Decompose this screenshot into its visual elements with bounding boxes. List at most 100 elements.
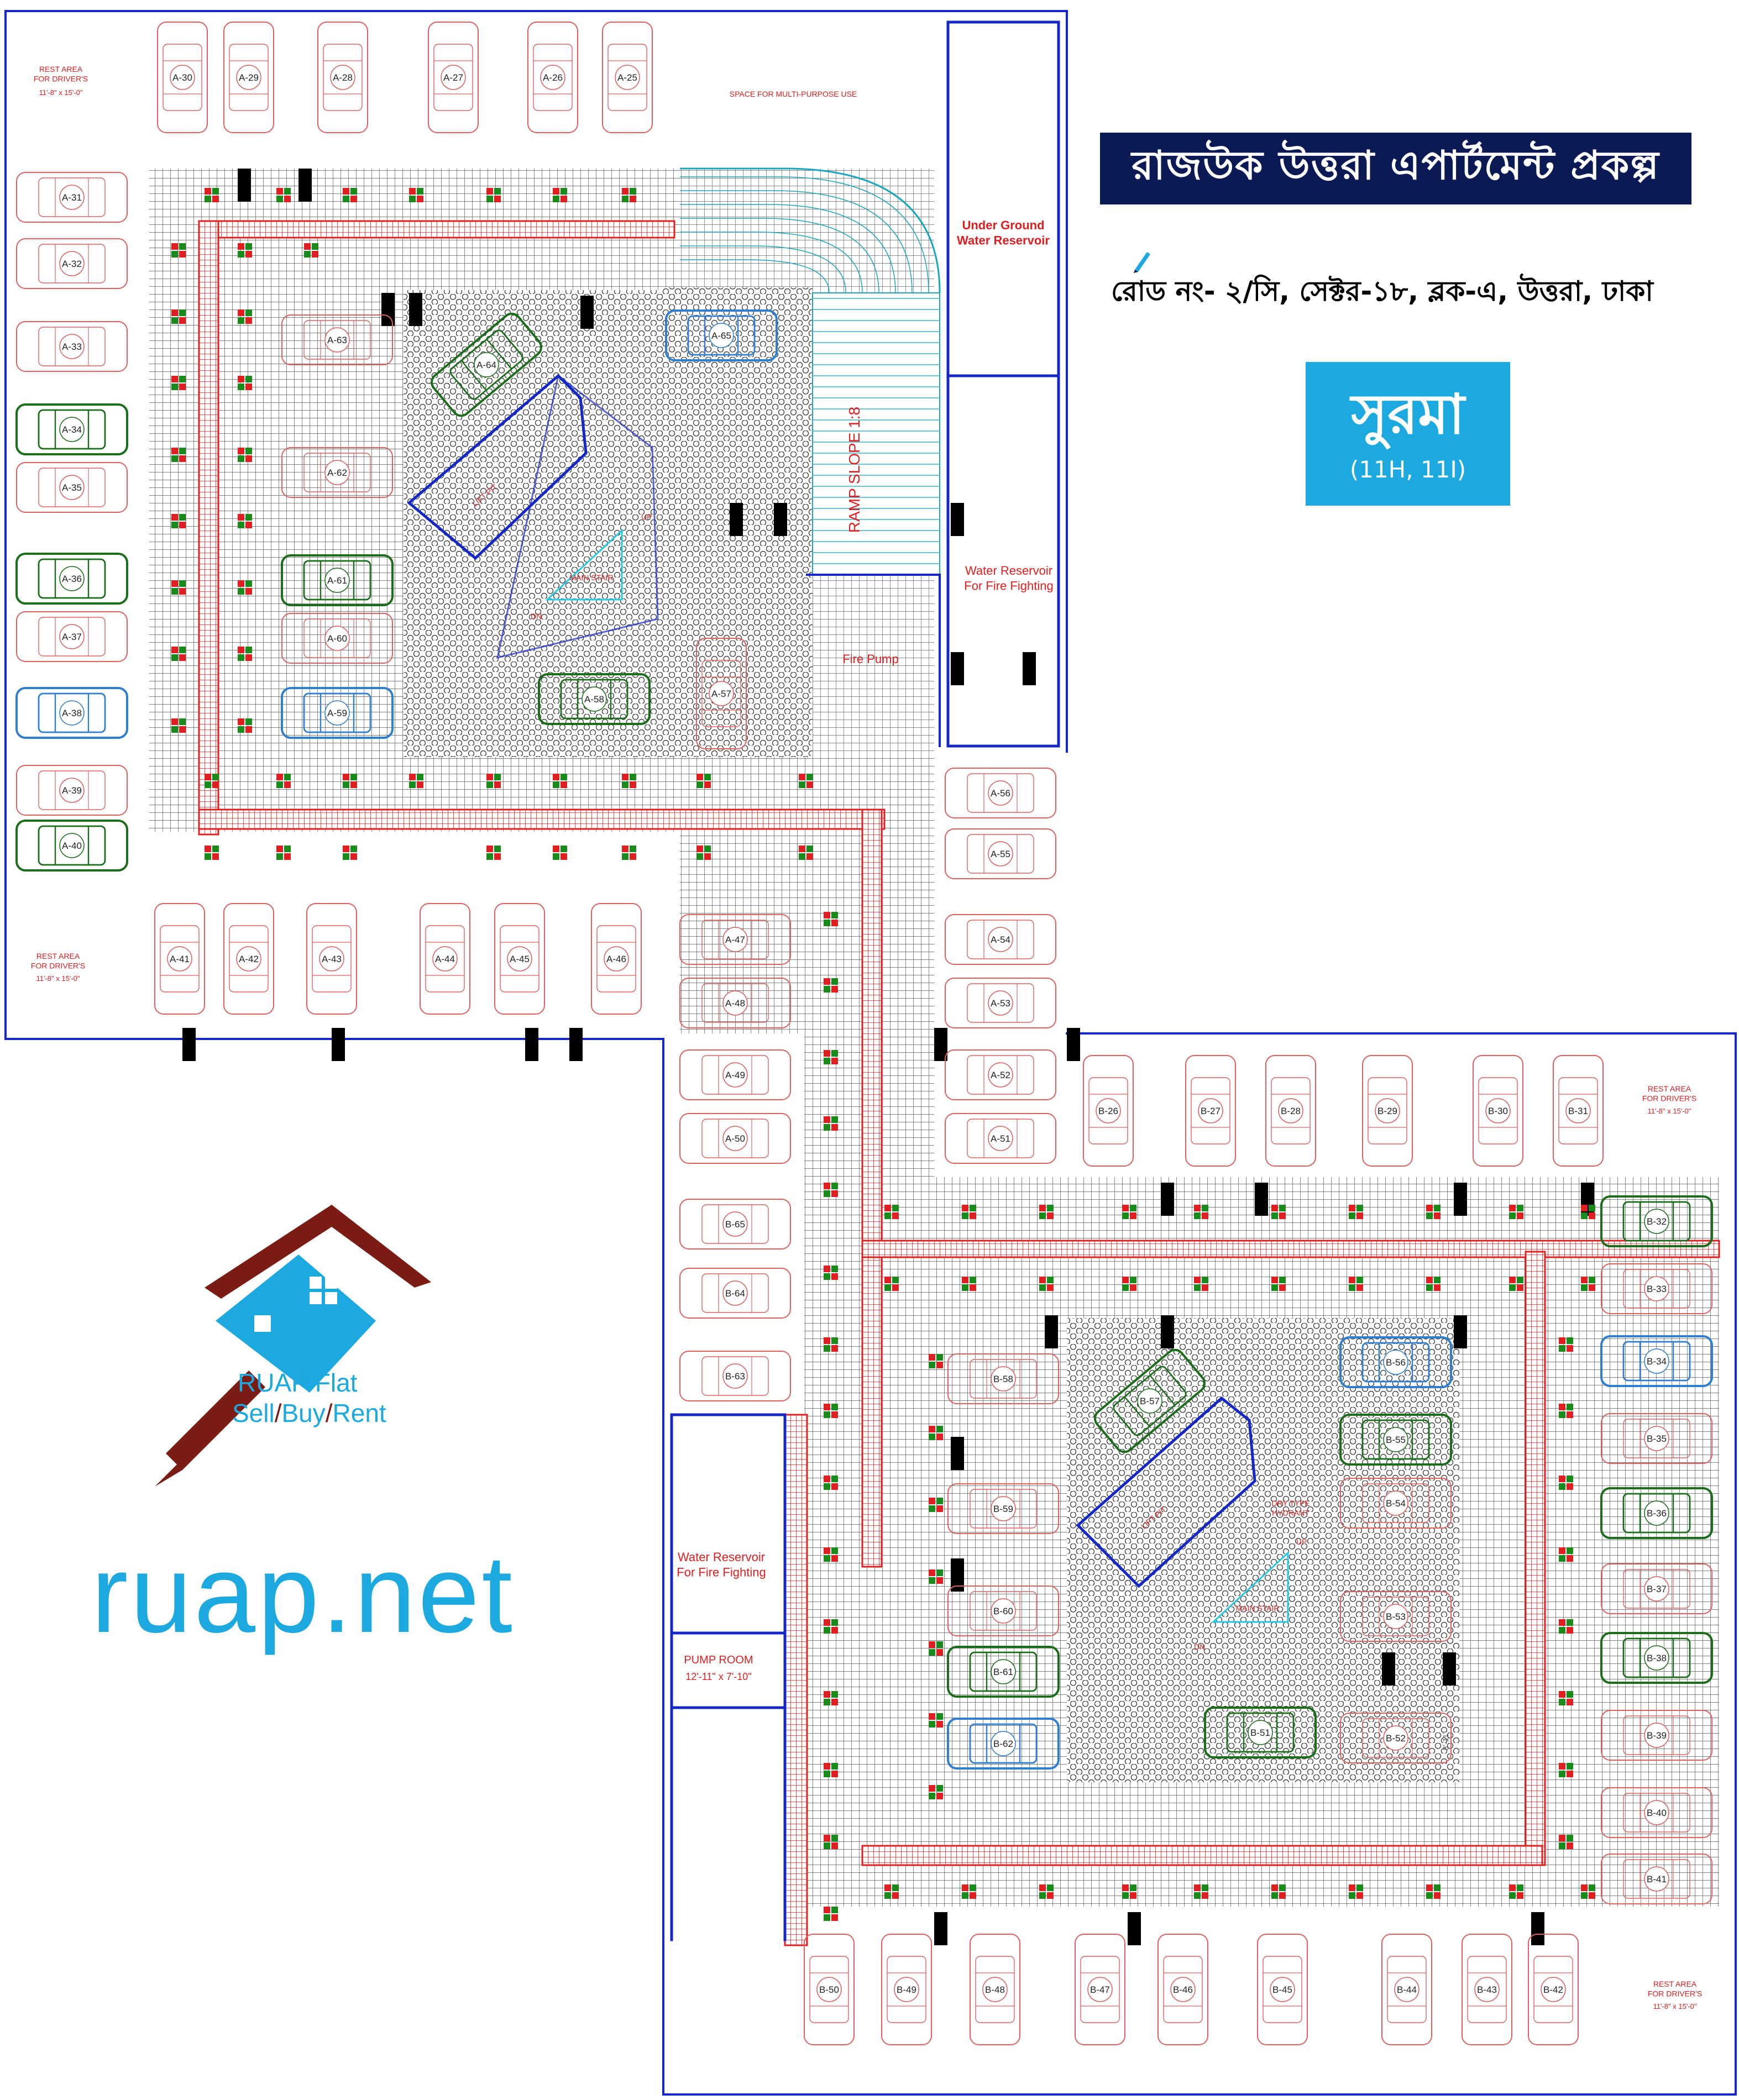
spot-label: A-37 bbox=[62, 632, 82, 642]
floor-tile bbox=[1039, 1205, 1054, 1219]
parking-spot-b-55: B-55 bbox=[1339, 1414, 1452, 1466]
floor-tile bbox=[486, 774, 501, 788]
spot-label: B-51 bbox=[1250, 1728, 1270, 1738]
brand-name: RUAP Flat bbox=[238, 1368, 358, 1397]
fire-pump-label: Fire Pump bbox=[842, 652, 898, 666]
floor-tile bbox=[1559, 1547, 1573, 1562]
spot-label: B-46 bbox=[1173, 1985, 1193, 1995]
parking-spot-b-39: B-39 bbox=[1601, 1710, 1712, 1761]
parking-spot-a-65: A-65 bbox=[665, 309, 778, 361]
project-title: রাজউক উত্তরা এপার্টমেন্ট প্রকল্প bbox=[1100, 133, 1691, 204]
parking-spot-b-28: B-28 bbox=[1265, 1055, 1316, 1167]
parking-spot-b-26: B-26 bbox=[1083, 1055, 1134, 1167]
spot-label: B-36 bbox=[1647, 1508, 1667, 1519]
spot-label: B-26 bbox=[1098, 1106, 1118, 1116]
parking-spot-a-63: A-63 bbox=[281, 314, 393, 365]
floor-tile bbox=[238, 243, 252, 258]
spot-label: A-51 bbox=[991, 1133, 1010, 1144]
spot-label: A-54 bbox=[991, 935, 1010, 945]
main-stair-a: MAIN STAIR bbox=[569, 573, 613, 582]
floor-tile bbox=[343, 774, 357, 788]
floor-tile bbox=[238, 376, 252, 390]
floor-tile bbox=[171, 718, 186, 733]
spot-label: A-58 bbox=[584, 694, 604, 705]
spot-label: A-29 bbox=[239, 72, 259, 83]
spot-label: B-38 bbox=[1647, 1653, 1667, 1663]
parking-spot-a-55: A-55 bbox=[945, 828, 1056, 879]
spot-label: A-62 bbox=[327, 468, 347, 478]
floor-tile bbox=[1349, 1884, 1363, 1899]
spot-label: B-31 bbox=[1568, 1106, 1588, 1116]
spot-label: A-25 bbox=[617, 72, 637, 83]
floor-tile bbox=[799, 846, 813, 860]
spot-label: B-27 bbox=[1201, 1106, 1221, 1116]
parking-spot-b-41: B-41 bbox=[1601, 1854, 1712, 1904]
floor-tile bbox=[1559, 1763, 1573, 1777]
floor-tile bbox=[238, 718, 252, 733]
spot-label: A-31 bbox=[62, 192, 82, 203]
structural-column bbox=[1454, 1315, 1467, 1348]
parking-spot-b-32: B-32 bbox=[1600, 1195, 1713, 1247]
parking-spot-b-40: B-40 bbox=[1601, 1787, 1712, 1838]
spot-label: A-39 bbox=[62, 785, 82, 796]
floor-tile bbox=[238, 448, 252, 462]
floor-tile bbox=[171, 580, 186, 595]
floor-tile bbox=[929, 1498, 943, 1512]
spot-label: A-57 bbox=[711, 689, 731, 699]
parking-spot-a-25: A-25 bbox=[602, 22, 653, 133]
floor-tile bbox=[824, 1183, 838, 1197]
floor-tile bbox=[1559, 1476, 1573, 1490]
floor-tile bbox=[824, 912, 838, 926]
floor-tile bbox=[824, 1907, 838, 1921]
spot-label: A-59 bbox=[327, 708, 347, 718]
pump-room-size: 12'-11" x 7'-10" bbox=[685, 1671, 751, 1682]
rest-area-a-top-size: 11'-8" x 15'-0" bbox=[39, 88, 83, 97]
parking-spot-b-52: B-52 bbox=[1340, 1713, 1452, 1763]
spot-label: B-39 bbox=[1647, 1730, 1667, 1741]
floor-tile bbox=[1509, 1205, 1523, 1219]
floor-tile bbox=[171, 376, 186, 390]
floor-tile bbox=[1581, 1277, 1595, 1291]
spot-label: A-36 bbox=[62, 574, 82, 584]
parking-spot-a-40: A-40 bbox=[15, 820, 128, 872]
floor-tile bbox=[1559, 1337, 1573, 1352]
floor-tile bbox=[1426, 1884, 1441, 1899]
parking-spot-b-31: B-31 bbox=[1553, 1055, 1604, 1167]
ramp bbox=[680, 167, 941, 575]
structural-column bbox=[1255, 1183, 1268, 1216]
parking-spot-a-28: A-28 bbox=[317, 22, 368, 133]
spot-label: A-55 bbox=[991, 849, 1010, 859]
parking-spot-b-37: B-37 bbox=[1601, 1563, 1712, 1614]
floor-tile bbox=[276, 188, 291, 202]
main-stair-b: MAIN STAIR bbox=[1235, 1604, 1279, 1613]
floor-tile bbox=[884, 1277, 899, 1291]
floor-tile bbox=[205, 188, 219, 202]
structural-column bbox=[951, 1437, 964, 1470]
structural-column bbox=[238, 169, 251, 202]
spot-label: A-53 bbox=[991, 998, 1010, 1009]
structural-column bbox=[298, 169, 312, 202]
floor-tile bbox=[1559, 1404, 1573, 1418]
structural-column bbox=[1067, 1028, 1080, 1061]
building-name: সুরমা bbox=[1351, 382, 1465, 447]
spot-label: B-48 bbox=[985, 1985, 1005, 1995]
floor-tile bbox=[1581, 1205, 1595, 1219]
paving-block-b bbox=[790, 1177, 1719, 1945]
floor-tile bbox=[1039, 1277, 1054, 1291]
spot-label: B-32 bbox=[1647, 1216, 1667, 1227]
floor-tile bbox=[1349, 1277, 1363, 1291]
floor-tile bbox=[962, 1277, 976, 1291]
spot-label: A-38 bbox=[62, 708, 82, 718]
stair-up-b: UP bbox=[1296, 1537, 1307, 1546]
spot-label: A-50 bbox=[725, 1133, 745, 1144]
floor-tile bbox=[238, 647, 252, 661]
brand-url[interactable]: ruap.net bbox=[91, 1532, 515, 1656]
parking-spot-a-33: A-33 bbox=[16, 321, 128, 372]
spot-label: B-58 bbox=[993, 1374, 1013, 1384]
floor-tile bbox=[409, 774, 423, 788]
structural-column bbox=[1161, 1183, 1174, 1216]
floor-tile bbox=[1122, 1277, 1136, 1291]
